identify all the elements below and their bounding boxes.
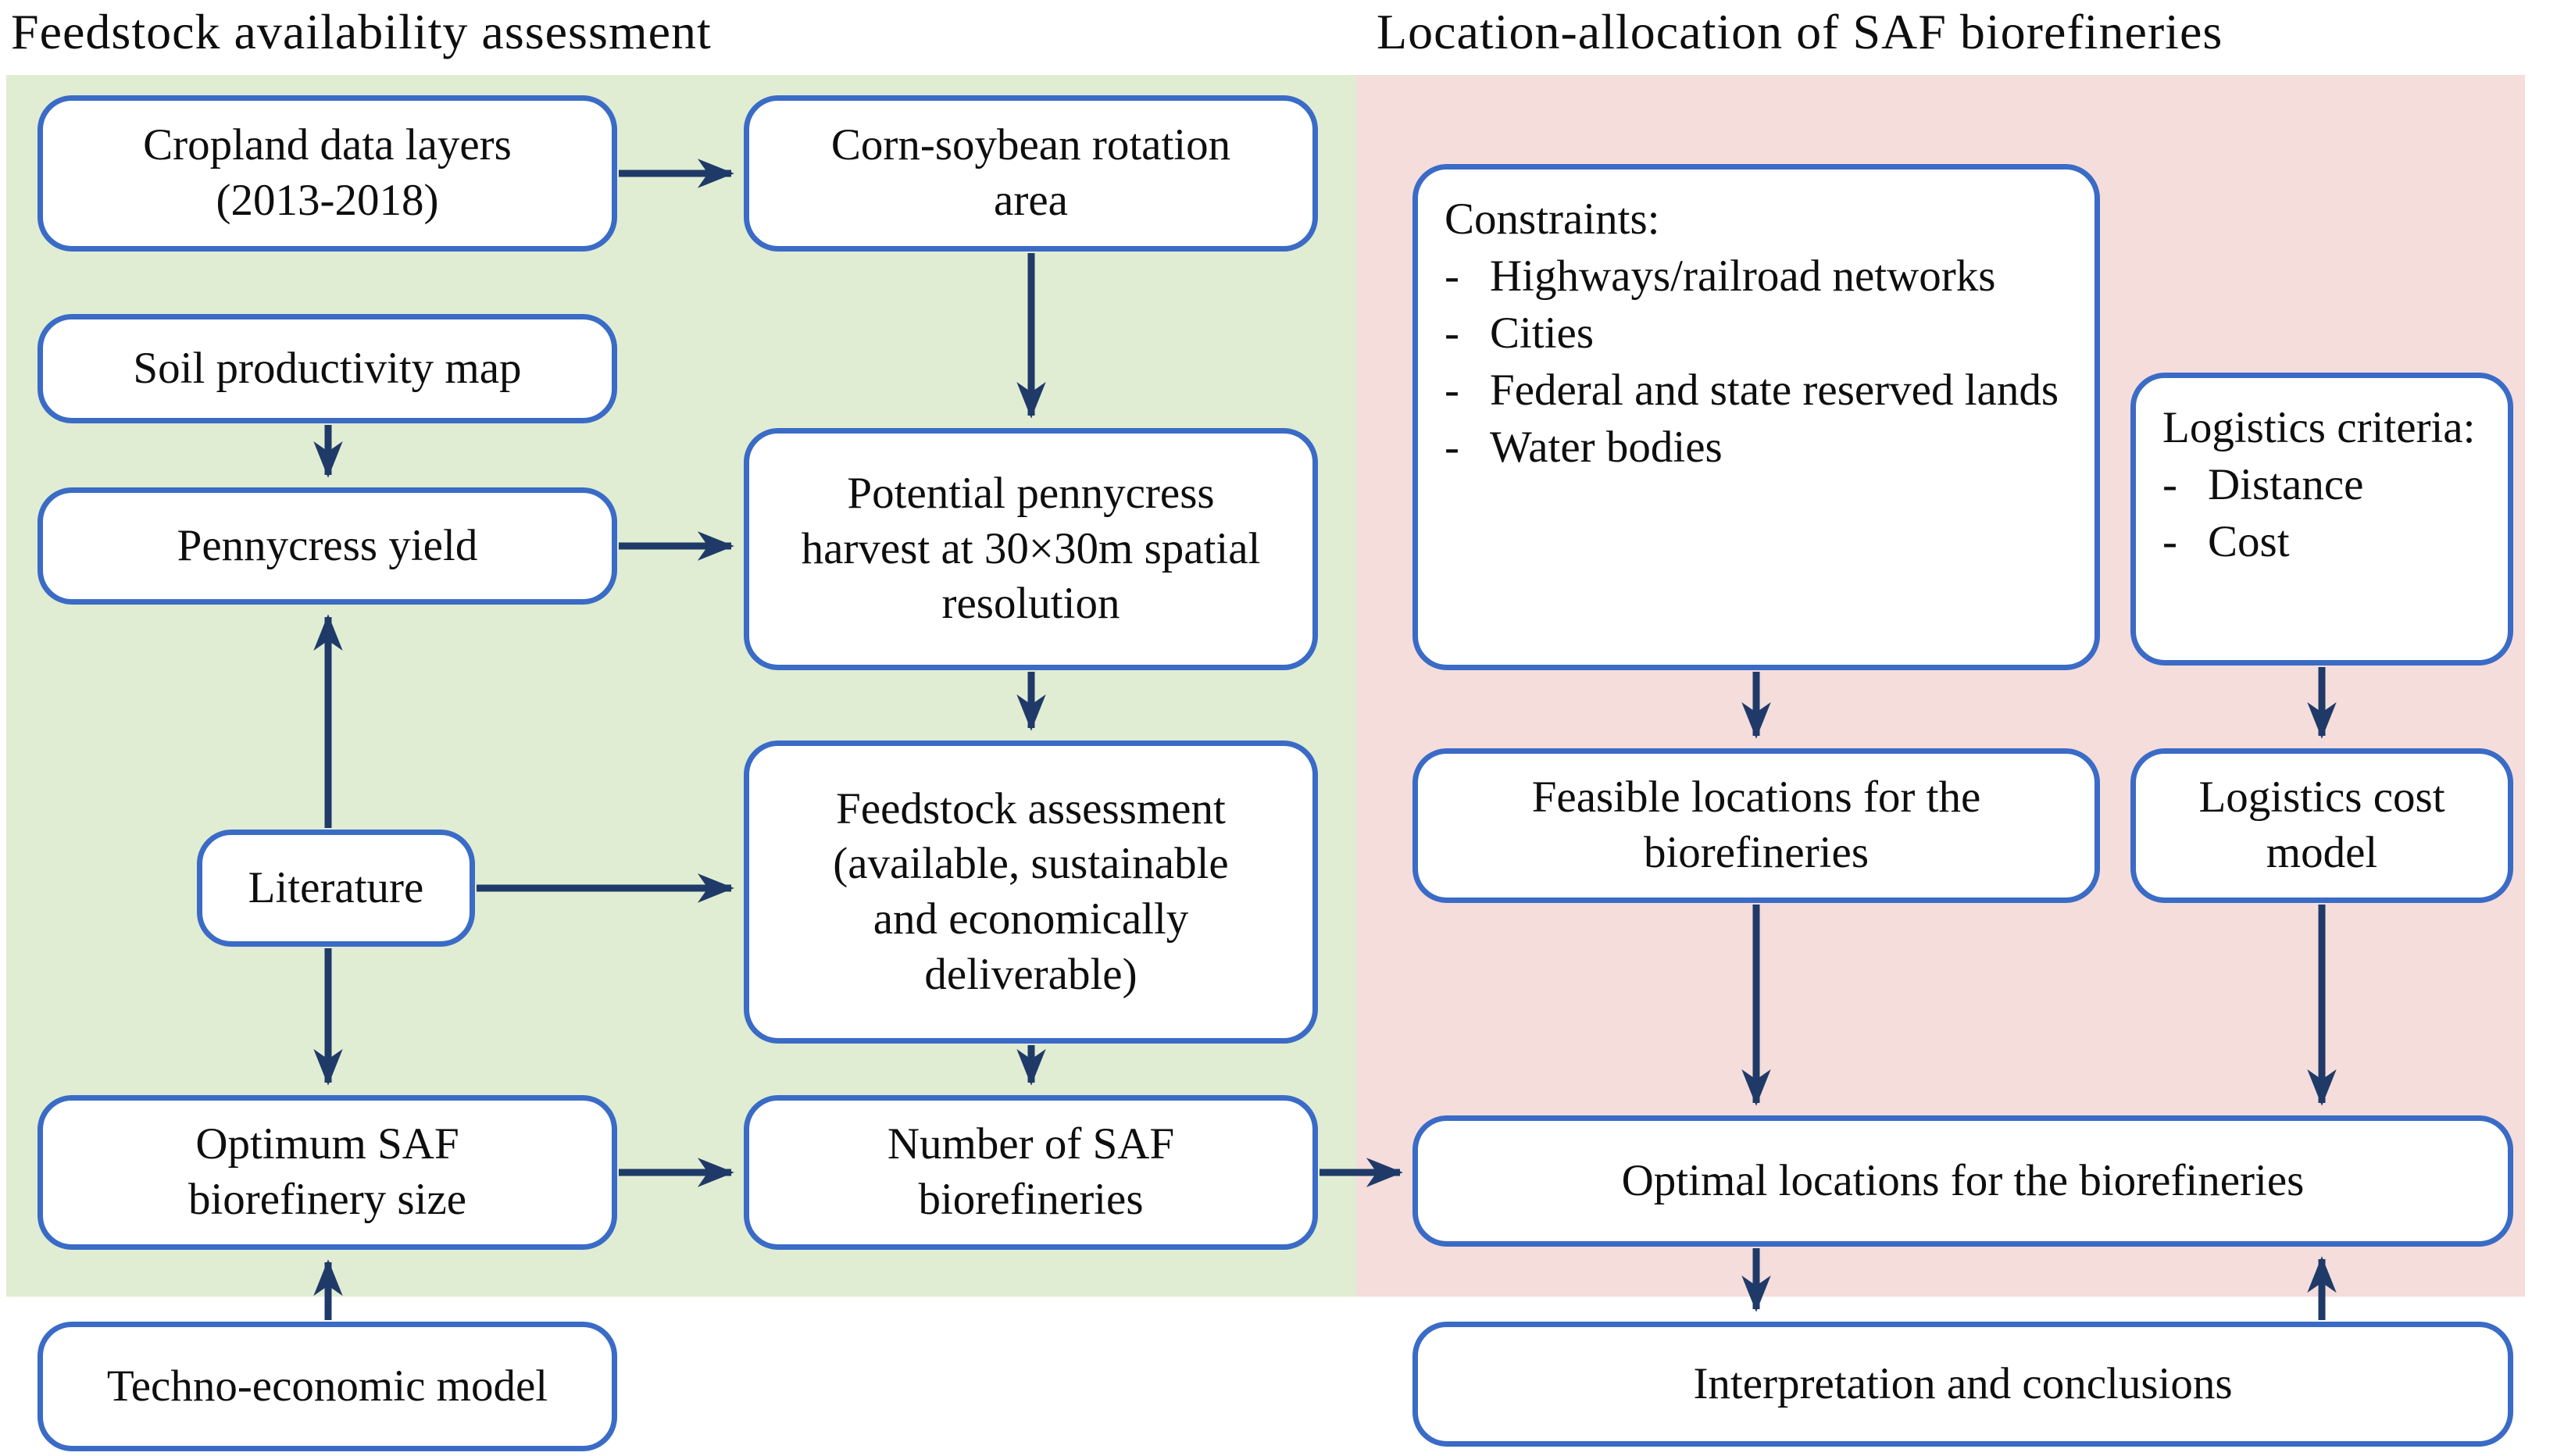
- box-literature: Literature: [197, 830, 475, 947]
- box-label-line: Cropland data layers: [143, 120, 512, 170]
- bullet-dash: -: [1445, 365, 1459, 415]
- box-label: Soil productivity map: [133, 341, 521, 397]
- box-label-line: Feedstock assessment: [836, 783, 1226, 833]
- box-feedstock-assessment: Feedstock assessment (available, sustain…: [744, 740, 1318, 1044]
- box-optimum-saf-biorefinery-size: Optimum SAF biorefinery size: [37, 1095, 617, 1250]
- box-label-line: Feasible locations for the: [1531, 773, 1981, 823]
- box-label: Pennycress yield: [177, 519, 478, 574]
- box-constraints: Constraints: - Highways/railroad network…: [1412, 164, 2100, 670]
- constraints-list: Constraints: - Highways/railroad network…: [1418, 170, 2074, 492]
- logistics-criteria-item: - Distance: [2162, 457, 2475, 514]
- feedstock-panel-title: Feedstock availability assessment: [11, 4, 712, 59]
- box-logistics-cost-model: Logistics cost model: [2130, 748, 2513, 903]
- location-panel-title: Location-allocation of SAF biorefineries: [1377, 4, 2223, 59]
- constraint-item: - Cities: [1445, 305, 2059, 362]
- logistics-criteria-list: Logistics criteria: - Distance - Cost: [2136, 378, 2491, 587]
- box-label-line: Pennycress yield: [177, 520, 478, 570]
- box-label-line: (2013-2018): [216, 176, 439, 225]
- box-label: Number of SAF biorefineries: [887, 1117, 1174, 1227]
- box-label-line: Literature: [248, 862, 424, 912]
- constraints-header: Constraints:: [1445, 194, 1660, 244]
- box-cropland-data-layers: Cropland data layers (2013-2018): [37, 95, 617, 252]
- box-label: Logistics cost model: [2198, 770, 2445, 880]
- box-label-line: Potential pennycress: [847, 468, 1215, 518]
- box-corn-soybean-rotation-area: Corn-soybean rotation area: [744, 95, 1318, 252]
- box-label: Optimum SAF biorefinery size: [188, 1117, 466, 1227]
- box-potential-pennycress-harvest: Potential pennycress harvest at 30×30m s…: [744, 428, 1318, 670]
- bullet-dash: -: [1445, 308, 1459, 358]
- box-label: Corn-soybean rotation area: [831, 118, 1230, 228]
- box-label-line: Logistics cost: [2198, 773, 2445, 823]
- constraint-item-label: Highways/railroad networks: [1490, 251, 1996, 301]
- box-label-line: biorefineries: [1643, 828, 1870, 877]
- box-interpretation-conclusions: Interpretation and conclusions: [1412, 1322, 2513, 1447]
- constraint-item-label: Water bodies: [1490, 422, 1723, 472]
- box-label-line: Optimum SAF: [195, 1119, 459, 1169]
- box-label-line: Soil productivity map: [133, 343, 522, 393]
- box-number-of-saf-biorefineries: Number of SAF biorefineries: [744, 1095, 1318, 1250]
- box-label: Potential pennycress harvest at 30×30m s…: [802, 466, 1261, 632]
- constraint-item: - Water bodies: [1445, 419, 2059, 476]
- box-techno-economic-model: Techno-economic model: [37, 1322, 617, 1451]
- box-label: Feasible locations for the biorefineries: [1532, 770, 1981, 880]
- bullet-dash: -: [2162, 516, 2177, 566]
- box-feasible-locations: Feasible locations for the biorefineries: [1412, 748, 2100, 903]
- box-label: Interpretation and conclusions: [1693, 1357, 2232, 1412]
- box-label-line: (available, sustainable: [833, 839, 1229, 889]
- box-label-line: resolution: [941, 579, 1120, 629]
- logistics-criteria-item-label: Cost: [2208, 516, 2290, 566]
- constraint-item-label: Federal and state reserved lands: [1490, 365, 2059, 415]
- box-label-line: Optimal locations for the biorefineries: [1621, 1155, 2305, 1205]
- box-label-line: Corn-soybean rotation: [830, 120, 1231, 170]
- box-label-line: harvest at 30×30m spatial: [801, 523, 1261, 573]
- box-soil-productivity-map: Soil productivity map: [37, 314, 617, 423]
- logistics-criteria-item-label: Distance: [2208, 459, 2364, 509]
- box-label-line: deliverable): [924, 949, 1137, 999]
- logistics-criteria-item: - Cost: [2162, 514, 2475, 571]
- bullet-dash: -: [1445, 422, 1459, 472]
- box-label: Techno-economic model: [107, 1359, 548, 1415]
- box-pennycress-yield: Pennycress yield: [37, 487, 617, 605]
- box-label: Cropland data layers (2013-2018): [143, 118, 512, 228]
- box-label-line: biorefinery size: [187, 1175, 467, 1224]
- logistics-criteria-header: Logistics criteria:: [2162, 403, 2476, 452]
- box-label-line: Number of SAF: [887, 1119, 1175, 1169]
- box-label-line: biorefineries: [918, 1175, 1144, 1224]
- box-label: Literature: [248, 861, 424, 916]
- constraint-item: - Highways/railroad networks: [1445, 248, 2059, 305]
- box-label-line: Interpretation and conclusions: [1693, 1358, 2233, 1408]
- box-label-line: model: [2266, 828, 2378, 877]
- box-label-line: and economically: [873, 894, 1189, 944]
- constraint-item: - Federal and state reserved lands: [1445, 362, 2059, 419]
- bullet-dash: -: [2162, 459, 2177, 509]
- box-label-line: area: [994, 176, 1068, 225]
- box-logistics-criteria: Logistics criteria: - Distance - Cost: [2130, 373, 2513, 666]
- box-label-line: Techno-economic model: [106, 1361, 548, 1411]
- box-label: Optimal locations for the biorefineries: [1622, 1154, 2305, 1209]
- box-optimal-locations: Optimal locations for the biorefineries: [1412, 1115, 2513, 1247]
- bullet-dash: -: [1445, 251, 1459, 301]
- box-label: Feedstock assessment (available, sustain…: [833, 782, 1228, 1003]
- constraint-item-label: Cities: [1490, 308, 1595, 358]
- feedstock-panel-background: [6, 75, 1356, 1297]
